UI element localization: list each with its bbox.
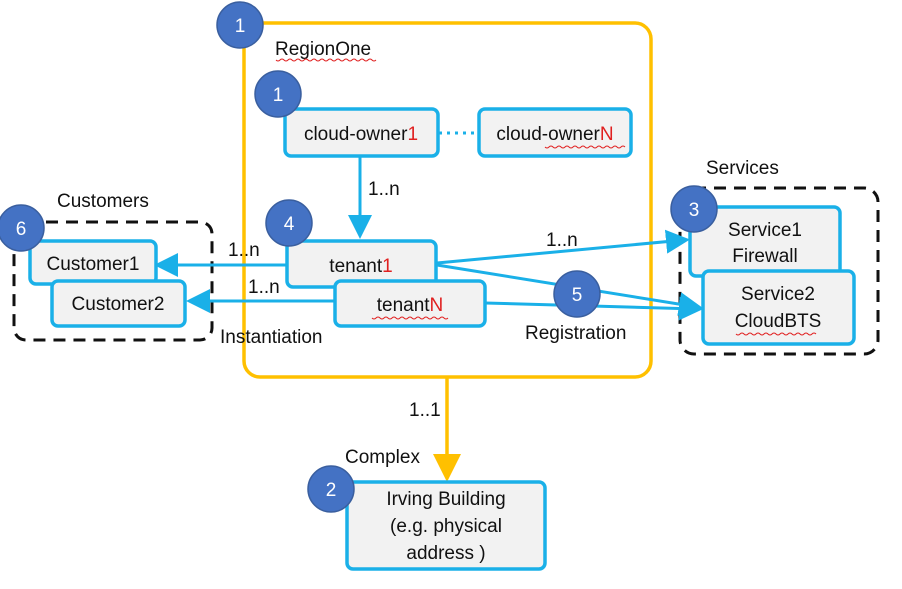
service1-line2: Firewall [732,246,797,267]
svg-text:3: 3 [689,200,700,221]
node-service1: Service1 Firewall [688,205,842,278]
service1-line1: Service1 [728,220,802,241]
building-line1: Irving Building [386,489,505,510]
badge-region: 1 [216,1,264,49]
node-tenant-1: tenant1 [285,239,438,289]
node-cloud-owner-n: cloud-ownerN [477,107,633,158]
tenant-n-squiggle [371,316,449,320]
node-cloud-owner-1: cloud-owner1 [283,107,440,158]
building-line3: address ) [406,543,485,564]
node-tenant-n: tenantN [333,279,487,328]
service2-squiggle [735,332,817,336]
cloud-owner-1-suffix: 1 [407,124,418,145]
region-label-squiggle [275,58,377,62]
cloud-owner-n-text: cloud-owner [496,124,600,145]
svg-text:tenant1: tenant1 [329,256,392,277]
customers-group [12,220,214,342]
customers-group-label: Customers [57,191,149,212]
services-group-label: Services [706,158,779,179]
svg-text:1: 1 [235,16,246,37]
cloud-owner-1-text: cloud-owner [304,124,408,145]
node-service2: Service2 CloudBTS [701,269,856,346]
customer1-text: Customer1 [47,254,140,275]
region-label: RegionOne [275,39,371,60]
node-customer2: Customer2 [50,279,187,328]
complex-label: Complex [345,447,420,468]
instantiation-label: Instantiation [220,327,322,348]
node-customer1: Customer1 [28,239,158,286]
building-line2: (e.g. physical [390,516,502,537]
region-container [242,21,653,379]
badge-complex: 2 [307,465,355,513]
services-group [678,186,880,356]
svg-text:cloud-ownerN: cloud-ownerN [496,124,613,145]
badge-customers: 6 [0,204,45,252]
badge-cloud-owner: 1 [254,70,302,118]
svg-text:cloud-owner1: cloud-owner1 [304,124,418,145]
svg-text:4: 4 [284,214,295,235]
cloud-owner-n-suffix: N [600,124,614,145]
tenant-1-suffix: 1 [382,256,393,277]
node-irving-building: Irving Building (e.g. physical address ) [345,480,547,571]
edge-region-complex-label: 1..1 [409,400,441,421]
edge-tenantn-customer-label: 1..n [248,277,280,298]
edge-tenant-service-label: 1..n [546,230,578,251]
svg-text:2: 2 [326,480,337,501]
service2-line2: CloudBTS [735,311,822,332]
badge-registration: 5 [553,270,601,318]
edge-tenant1-customer-label: 1..n [228,240,260,261]
svg-text:6: 6 [16,219,27,240]
tenant-n-suffix: N [430,295,444,316]
badge-services: 3 [670,185,718,233]
tenant-1-text: tenant [329,256,383,277]
badge-tenant: 4 [265,199,313,247]
tenant-n-text: tenant [377,295,431,316]
edge-tenant1-service1 [436,229,690,265]
svg-text:1: 1 [273,85,284,106]
customer2-text: Customer2 [72,294,165,315]
service2-line1: Service2 [741,284,815,305]
svg-text:tenantN: tenantN [377,295,444,316]
svg-text:5: 5 [572,285,583,306]
cloud-owner-n-squiggle [544,145,626,149]
edge-owner-tenant-label: 1..n [368,179,400,200]
registration-label: Registration [525,323,626,344]
